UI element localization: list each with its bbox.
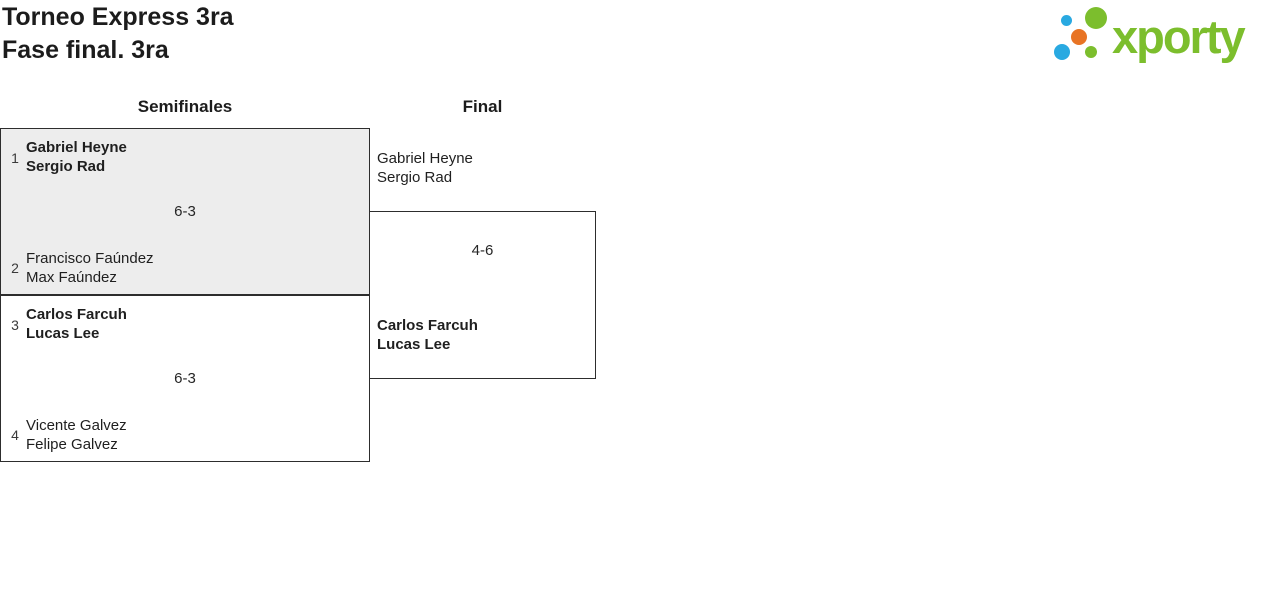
player-name: Francisco Faúndez [26, 250, 154, 267]
seed-number: 3 [11, 317, 19, 333]
xporty-logo[interactable]: xporty [1048, 0, 1280, 75]
round-header-semifinales: Semifinales [137, 97, 233, 116]
xporty-logo-wordmark: xporty [1112, 9, 1246, 63]
team-gabriel-sergio: Gabriel Heyne Sergio Rad [26, 138, 127, 176]
logo-dot-blue-small-icon [1061, 15, 1072, 26]
player-name: Carlos Farcuh [377, 317, 478, 334]
seed-number: 2 [11, 260, 19, 276]
final-slot: Gabriel Heyne Sergio Rad 4-6 Carlos Farc… [369, 128, 596, 462]
team-carlos-lucas: Carlos Farcuh Lucas Lee [26, 305, 127, 343]
match-semifinal-2[interactable]: 3 Carlos Farcuh Lucas Lee 6-3 4 Vicente … [0, 295, 370, 462]
player-name: Carlos Farcuh [26, 306, 127, 323]
match-score: 4-6 [471, 242, 494, 259]
player-name: Max Faúndez [26, 269, 117, 286]
tournament-phase: Fase final. 3ra [2, 36, 169, 64]
team-francisco-max: Francisco Faúndez Max Faúndez [26, 249, 154, 287]
match-score: 6-3 [174, 203, 196, 220]
player-name: Vicente Galvez [26, 417, 127, 434]
player-name: Sergio Rad [26, 158, 106, 175]
player-name: Gabriel Heyne [26, 139, 127, 156]
final-team-gabriel-sergio: Gabriel Heyne Sergio Rad [377, 149, 473, 187]
match-final[interactable] [369, 211, 596, 379]
logo-dot-blue-medium-icon [1054, 44, 1070, 60]
seed-number: 1 [11, 150, 19, 166]
logo-dot-green-large-icon [1085, 7, 1107, 29]
player-name: Lucas Lee [26, 325, 100, 342]
round-header-final: Final [462, 97, 503, 116]
logo-dot-green-small-icon [1085, 46, 1097, 58]
match-semifinal-1[interactable]: 1 Gabriel Heyne Sergio Rad 6-3 2 Francis… [0, 128, 370, 295]
player-name: Gabriel Heyne [377, 150, 473, 167]
tournament-title: Torneo Express 3ra [2, 3, 234, 31]
player-name: Lucas Lee [377, 336, 451, 353]
final-team-carlos-lucas: Carlos Farcuh Lucas Lee [377, 316, 478, 354]
page-header: Torneo Express 3ra Fase final. 3ra [2, 1, 234, 67]
logo-dot-orange-icon [1071, 29, 1087, 45]
team-vicente-felipe: Vicente Galvez Felipe Galvez [26, 416, 127, 454]
seed-number: 4 [11, 427, 19, 443]
player-name: Sergio Rad [377, 169, 453, 186]
match-score: 6-3 [174, 370, 196, 387]
player-name: Felipe Galvez [26, 436, 118, 453]
